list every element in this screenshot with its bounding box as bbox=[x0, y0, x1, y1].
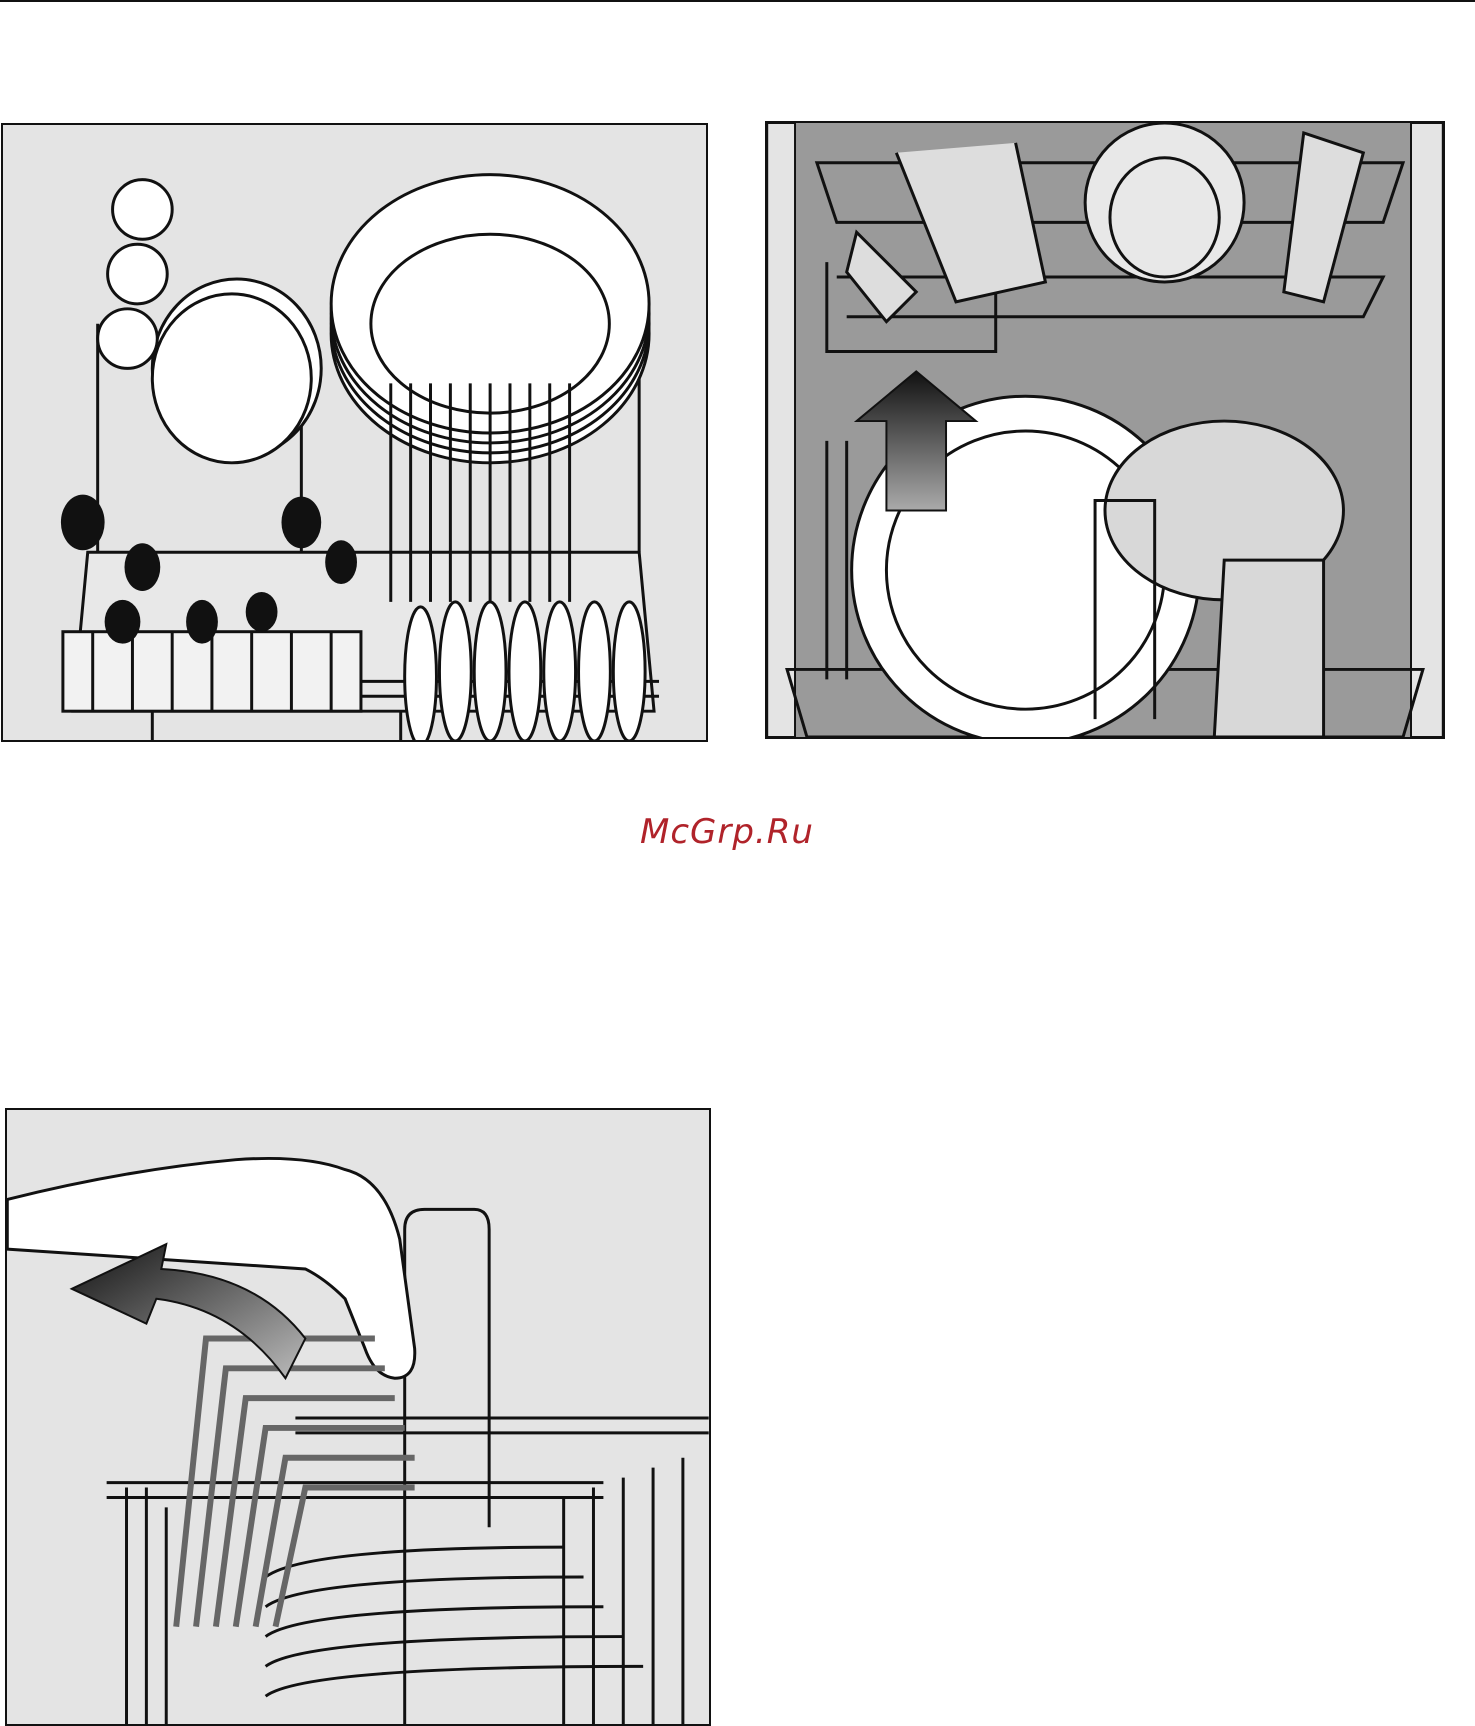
lower-rack-illustration bbox=[3, 125, 706, 740]
top-rule bbox=[0, 0, 1475, 2]
folding-tines-illustration bbox=[7, 1110, 709, 1724]
folding-tines-figure bbox=[5, 1108, 711, 1726]
watermark-text: McGrp.Ru bbox=[640, 812, 860, 862]
upper-rack-raise-figure bbox=[765, 121, 1445, 739]
lower-rack-loaded-figure bbox=[1, 123, 708, 742]
upper-rack-illustration bbox=[767, 123, 1443, 737]
